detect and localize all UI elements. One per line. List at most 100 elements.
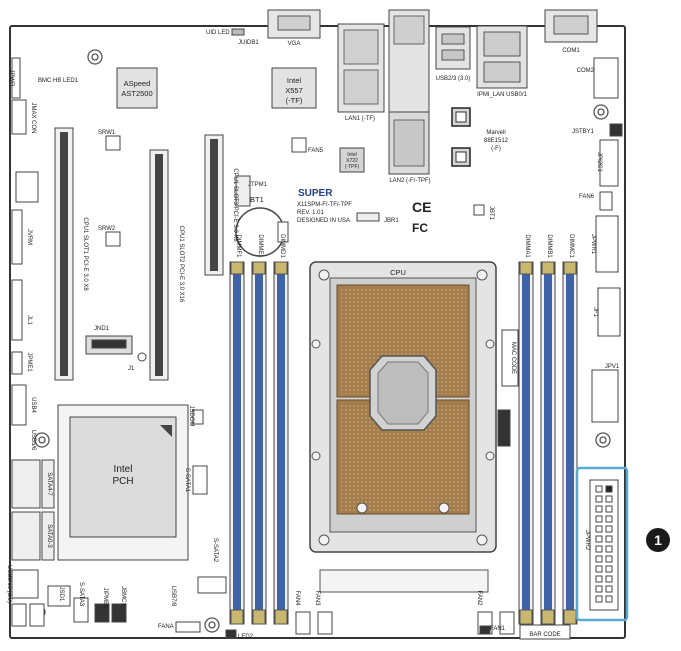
front-panel-pins — [595, 485, 613, 603]
labels: ASpeed AST2500 Intel X557 (-TF) Intel PC… — [6, 30, 620, 640]
front-panel-pin — [605, 595, 613, 603]
jpme1-label: JPME1 — [26, 352, 32, 372]
dimm-group-left — [229, 261, 289, 625]
fan3-label: FAN3 — [314, 590, 320, 606]
front-panel-highlight — [575, 466, 629, 622]
vga-connector — [267, 9, 321, 39]
front-panel-pin — [595, 555, 603, 563]
front-panel-pin — [595, 495, 603, 503]
fan1-label: FAN1 — [490, 626, 506, 632]
ssata2-label: S-SATA2 — [212, 538, 218, 563]
front-panel-pin — [605, 555, 613, 563]
callout-number: 1 — [654, 532, 662, 548]
srw1-label: SRW1 — [98, 130, 116, 136]
cpu-label: CPU — [390, 268, 406, 277]
dimm-group-right — [518, 261, 578, 625]
jsdom-label: JSDOM — [188, 406, 194, 427]
led2-label: LED2 — [238, 634, 254, 640]
front-panel-pin — [605, 525, 613, 533]
uid-led-label: UID LED — [206, 30, 230, 36]
callout-badge: 1 — [646, 528, 670, 552]
dimm-label-dimmd1: DIMMD1 — [279, 234, 285, 258]
jbr1-label: JBR1 — [384, 218, 399, 224]
front-panel-pin — [605, 485, 613, 493]
usb7-label: USB7/8 — [170, 586, 176, 607]
vga-label: VGA — [288, 41, 301, 47]
rear-io — [231, 9, 598, 175]
jpv1-label: JPV1 — [605, 364, 620, 370]
marvell-line3: (-F) — [491, 146, 501, 152]
front-panel-pin — [595, 575, 603, 583]
chips — [57, 67, 471, 561]
lan-controller-chip — [271, 67, 317, 109]
juidb1-label: JUIDB1 — [238, 40, 259, 46]
dimm-slot-dimmd1 — [273, 261, 289, 625]
marvell-line2: 88E1512 — [484, 138, 509, 144]
fan2-label: FAN2 — [476, 590, 482, 606]
lan2-tpf-label: LAN2 (-F/-TPF) — [389, 178, 430, 184]
pcie1-label: CPU1 SLOT1 PCI-E 3.0 X8 — [82, 217, 88, 291]
front-panel-pin — [605, 495, 613, 503]
model-label: X11SPM-F/-TF/-TPF — [297, 202, 352, 208]
sata-a-label: SATA4-7 — [46, 472, 52, 496]
jpwr-label: JPWR — [8, 70, 14, 88]
bmc-hb-label: BMC HB LED1 — [38, 78, 79, 84]
jvrm-label: JVRM — [26, 229, 32, 245]
pch-chip — [69, 416, 177, 538]
front-panel-pin — [595, 595, 603, 603]
front-panel-pin — [605, 585, 613, 593]
usb9-label: USB9/10 (3.0) — [6, 565, 12, 603]
dimm-slot-dimmc1 — [562, 261, 578, 625]
fan6-label: FAN6 — [579, 194, 595, 200]
pcie-slots — [54, 127, 224, 381]
ssata-label: S-SATA1 — [184, 468, 190, 493]
misc-components — [85, 57, 623, 640]
pcie3-label: CPU1 SLOT3 PCI-E 3.0 X8 — [232, 168, 238, 242]
srw2-label: SRW2 — [98, 226, 116, 232]
jl1-label: JL1 — [26, 315, 32, 325]
dimm-label-dimmf1: DIMMF1 — [235, 235, 241, 259]
fan5-label: FAN5 — [308, 148, 324, 154]
front-panel-pin — [605, 565, 613, 573]
jmaxc-label: JMAX CON — [30, 102, 36, 133]
battery — [235, 207, 289, 257]
lan-chip-line2: X557 — [285, 86, 303, 95]
cpu-socket — [309, 261, 497, 593]
uid-led — [231, 28, 245, 36]
pch-line2: PCH — [112, 476, 133, 487]
ipmb-label: JIPMB1 — [102, 587, 108, 609]
usb-connector — [435, 26, 471, 70]
front-panel-pin — [595, 515, 603, 523]
origin-label: DESIGNED IN USA — [297, 218, 350, 224]
fan4-label: FAN4 — [294, 590, 300, 606]
fana-label: FANA — [158, 624, 174, 630]
front-panel-pin — [605, 515, 613, 523]
lan-chip-line3: (-TF) — [286, 96, 303, 105]
bmc-chip-line2: AST2500 — [121, 89, 152, 98]
pch-line1: Intel — [114, 464, 133, 475]
usb23-label: USB2/3 (3.0) — [436, 76, 471, 82]
front-panel-pin — [595, 565, 603, 573]
front-panel-pin — [595, 535, 603, 543]
lan1-tf-label: LAN1 (-TF) — [345, 116, 375, 122]
front-panel-pin — [595, 585, 603, 593]
dimm-slot-dimma1 — [518, 261, 534, 625]
bmc-chip-line1: ASpeed — [124, 79, 151, 88]
jf1-label: JF1 — [592, 307, 598, 318]
j1-label: J1 — [128, 366, 135, 372]
jpwr2-label: JPWR2 — [584, 530, 590, 551]
left-headers — [11, 57, 127, 627]
jsd1-label: JSD1 — [58, 587, 64, 602]
dimm-label-dimmc1: DIMMC1 — [568, 234, 574, 258]
small-chip-line3: (-TPF) — [345, 164, 360, 170]
dimm-slot-dimmb1 — [540, 261, 556, 625]
pcie2-label: CPU1 SLOT2 PCI-E 3.0 X16 — [178, 226, 184, 303]
ipmi-lan-label: IPMI_LAN USB0/1 — [477, 92, 527, 98]
jpwr1-label: JPWR1 — [590, 234, 596, 255]
sata-b-label: SATA0-3 — [46, 524, 52, 548]
front-panel-pin — [595, 525, 603, 533]
dimm-label-dimmb1: DIMMB1 — [546, 234, 552, 258]
